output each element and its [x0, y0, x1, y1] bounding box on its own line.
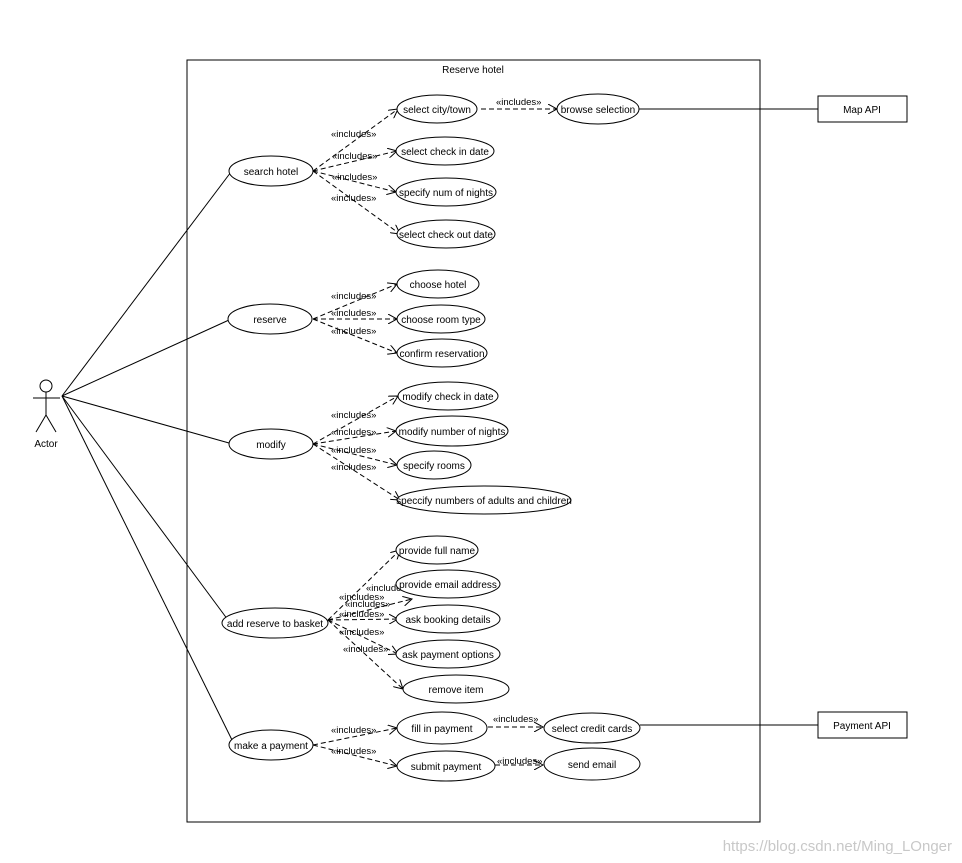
use-case-label: send email [568, 760, 616, 771]
use-case-label: submit payment [411, 762, 482, 773]
use-case-label: ask booking details [405, 615, 490, 626]
use-case-label: add reserve to basket [227, 619, 323, 630]
include-label: «includes» [332, 151, 377, 162]
use-case-modify[interactable]: modify [228, 428, 314, 460]
use-case-label: ask payment options [402, 650, 494, 661]
use-case-make-payment[interactable]: make a payment [228, 729, 314, 761]
use-case-label: browse selection [561, 105, 635, 116]
include-label: «includes» [331, 308, 376, 319]
use-case-label: select city/town [403, 105, 471, 116]
use-case-label: modify check in date [402, 392, 494, 403]
use-case-label: select check out date [399, 230, 493, 241]
include-label: «includes» [339, 609, 384, 620]
include-label: «includes» [339, 627, 384, 638]
use-case-label: provide full name [399, 546, 476, 557]
include-labels: «includes» «includes» «includes» «includ… [331, 97, 542, 767]
use-case-ask-payment-options[interactable]: ask payment options [395, 639, 501, 669]
use-case-search-hotel[interactable]: search hotel [228, 155, 314, 187]
use-case-specify-adults-children[interactable]: speccify numbers of adults and children [396, 485, 572, 515]
include-dependencies [312, 109, 557, 766]
include-label: «includes» [331, 427, 376, 438]
include-label: «includes» [331, 746, 376, 757]
include-label: «includes» [331, 291, 376, 302]
include-label: «includes» [496, 97, 541, 108]
payment-api-label: Payment API [833, 721, 891, 732]
use-case-confirm-reservation[interactable]: confirm reservation [396, 338, 488, 368]
include-label: «includes» [331, 725, 376, 736]
use-case-label: modify [256, 440, 285, 451]
use-case-label: choose hotel [410, 280, 467, 291]
use-case-specify-rooms[interactable]: specify rooms [396, 450, 472, 480]
actor-associations [61, 171, 234, 743]
use-case-reserve[interactable]: reserve [227, 303, 313, 335]
use-case-modify-check-in[interactable]: modify check in date [397, 381, 499, 411]
use-case-ask-booking-details[interactable]: ask booking details [395, 604, 501, 634]
use-case-provide-email[interactable]: provide email address [395, 569, 501, 599]
use-case-select-check-in[interactable]: select check in date [395, 136, 495, 166]
include-label: «includes» [331, 193, 376, 204]
use-case-label: specify rooms [403, 461, 465, 472]
use-case-select-check-out[interactable]: select check out date [396, 219, 496, 249]
include-label: «includes» [331, 445, 376, 456]
payment-api-box: Payment API [817, 711, 908, 739]
use-case-label: select credit cards [552, 724, 633, 735]
watermark-text: https://blog.csdn.net/Ming_LOnger [723, 838, 952, 855]
include-label: «includes» [343, 644, 388, 655]
map-api-box: Map API [817, 95, 908, 123]
use-case-send-email[interactable]: send email [543, 747, 641, 781]
include-label: «includes» [345, 599, 390, 610]
use-case-browse-selection[interactable]: browse selection [556, 93, 640, 125]
use-case-label: fill in payment [411, 724, 472, 735]
include-label: «includes» [497, 756, 542, 767]
system-title: Reserve hotel [442, 65, 504, 76]
use-case-select-credit-cards[interactable]: select credit cards [543, 712, 641, 744]
use-case-label: choose room type [401, 315, 481, 326]
include-label: «includes» [331, 129, 376, 140]
use-case-add-to-basket[interactable]: add reserve to basket [221, 607, 329, 639]
use-case-select-city[interactable]: select city/town [396, 94, 478, 124]
use-case-submit-payment[interactable]: submit payment [396, 750, 496, 782]
use-case-label: remove item [428, 685, 483, 696]
use-case-label: provide email address [399, 580, 497, 591]
include-label: «includes» [332, 172, 377, 183]
include-label: «includes» [339, 592, 384, 603]
include-label: «includes» [366, 583, 411, 594]
use-case-label: make a payment [234, 741, 308, 752]
use-case-label: modify number of nights [399, 427, 506, 438]
include-label: «includes» [493, 714, 538, 725]
use-case-choose-hotel[interactable]: choose hotel [396, 269, 480, 299]
use-case-provide-full-name[interactable]: provide full name [395, 535, 479, 565]
actor-label: Actor [34, 439, 58, 450]
use-case-remove-item[interactable]: remove item [402, 674, 510, 704]
use-case-label: confirm reservation [399, 349, 484, 360]
use-case-specify-nights[interactable]: specify num of nights [395, 177, 497, 207]
map-api-label: Map API [843, 105, 881, 116]
api-associations [638, 108, 818, 726]
use-case-label: select check in date [401, 147, 489, 158]
system-boundary [186, 59, 761, 823]
include-label: «includes» [331, 410, 376, 421]
use-case-modify-nights[interactable]: modify number of nights [395, 415, 509, 447]
use-case-label: reserve [253, 315, 287, 326]
use-case-fill-in-payment[interactable]: fill in payment [396, 711, 488, 745]
actor-figure [33, 379, 60, 433]
use-case-label: search hotel [244, 167, 298, 178]
use-case-label: speccify numbers of adults and children [396, 496, 572, 507]
use-case-label: specify num of nights [399, 188, 493, 199]
include-label: «includes» [331, 462, 376, 473]
include-label: «includes» [331, 326, 376, 337]
use-case-choose-room-type[interactable]: choose room type [396, 304, 486, 334]
